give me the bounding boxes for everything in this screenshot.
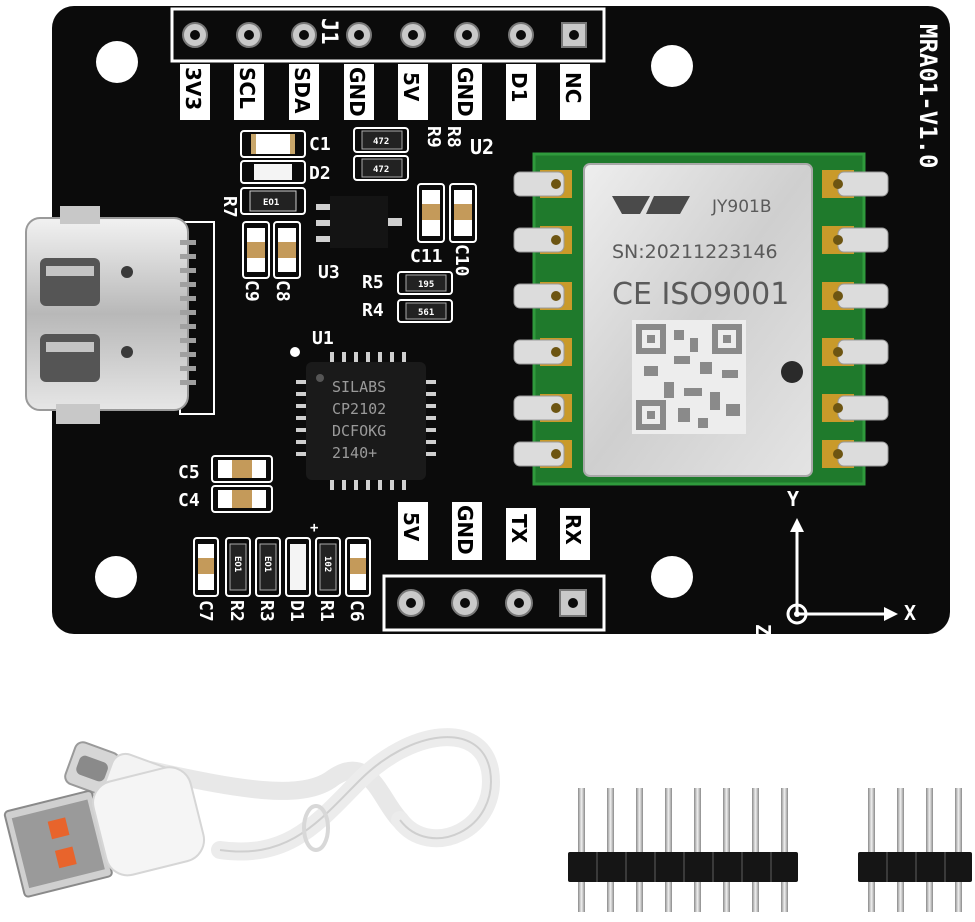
cable-tie xyxy=(302,804,330,852)
mounting-hole xyxy=(95,556,137,598)
qr-code xyxy=(632,320,746,434)
mounting-hole xyxy=(96,41,138,83)
ref-r1: R1 xyxy=(316,600,337,622)
passives-c4-c5: C5 C4 xyxy=(178,455,273,513)
header-j1: J1 3V3 SCL SDA GND 5V GND D1 NC xyxy=(170,7,606,120)
j1-pin-label-5: 5V xyxy=(399,72,423,102)
board-name: MRA01-V1.0 xyxy=(914,24,942,169)
uart-pin-label-1: 5V xyxy=(399,512,423,542)
uart-pin-label-2: GND xyxy=(453,505,477,555)
ref-c4: C4 xyxy=(178,490,200,511)
ref-d1: D1 xyxy=(286,600,307,622)
ref-r2: R2 xyxy=(226,600,247,622)
j1-pin-label-1: 3V3 xyxy=(181,67,205,110)
ref-r8: R8 xyxy=(443,126,464,148)
ref-r7: R7 xyxy=(219,196,240,218)
j1-pin-label-3: SDA xyxy=(290,67,314,114)
axis-label-z: Z xyxy=(751,624,775,636)
usb-a-plug xyxy=(3,766,206,898)
ref-c5: C5 xyxy=(178,462,200,483)
ref-d2: D2 xyxy=(309,163,331,184)
pin-header-4 xyxy=(858,788,972,912)
marking-d2: EO1 xyxy=(263,198,279,208)
j1-pin-label-2: SCL xyxy=(235,67,259,109)
ref-r4: R4 xyxy=(362,300,384,321)
marking-r2: EO1 xyxy=(232,556,242,572)
chip-u1: U1 SILABS CP2102 DCFOKG 2140+ xyxy=(290,328,436,490)
ref-c8: C8 xyxy=(272,280,293,302)
passives-top-left: C1 D2 EO1 R7 C9 C8 xyxy=(219,130,331,302)
uart-pin-label-3: TX xyxy=(507,514,531,544)
axis-label-y: Y xyxy=(787,487,799,511)
module-cert: CE ISO9001 xyxy=(612,277,789,312)
header-uart: 5V GND TX RX xyxy=(382,502,606,632)
ref-c10: C10 xyxy=(451,244,472,277)
ref-u3: U3 xyxy=(318,262,340,283)
uart-pin-label-4: RX xyxy=(561,514,585,545)
ref-u2: U2 xyxy=(470,135,494,159)
marking-r9: 472 xyxy=(373,137,389,147)
u1-line-4: 2140+ xyxy=(332,444,377,462)
marking-r1: 102 xyxy=(322,556,332,572)
u1-line-2: CP2102 xyxy=(332,400,386,418)
marking-r5: 195 xyxy=(418,280,434,290)
axis-indicator: Y X Z xyxy=(751,487,916,636)
axis-label-x: X xyxy=(904,601,916,625)
passives-top-middle: 472 472 R9 R8 U2 U3 C11 C10 195 561 R5 R… xyxy=(316,126,494,323)
module-serial: SN:20211223146 xyxy=(612,241,778,263)
usb-cable xyxy=(3,728,500,898)
j1-pin-label-8: NC xyxy=(561,72,585,103)
mounting-hole xyxy=(651,556,693,598)
marking-r8: 472 xyxy=(373,165,389,175)
marking-r4: 561 xyxy=(418,308,434,318)
brand-logo xyxy=(612,196,650,214)
mounting-hole xyxy=(651,45,693,87)
marking-r3: EO1 xyxy=(262,556,272,572)
pin-header-8 xyxy=(568,788,798,912)
polarity-mark: + xyxy=(310,520,318,536)
jy901b-module: JY901B SN:20211223146 CE ISO9001 xyxy=(513,152,889,486)
ref-r3: R3 xyxy=(256,600,277,622)
ref-c11: C11 xyxy=(410,246,443,267)
passives-bottom-row: EO1 EO1 + 102 C7 R2 R3 D1 R1 C6 xyxy=(193,520,371,622)
j1-pin-label-6: GND xyxy=(453,67,477,117)
ref-c6: C6 xyxy=(346,600,367,622)
ref-c9: C9 xyxy=(241,280,262,302)
ref-c7: C7 xyxy=(195,600,216,622)
j1-pin-label-4: GND xyxy=(345,67,369,117)
module-pads xyxy=(513,170,889,468)
ref-u1: U1 xyxy=(312,328,334,349)
u1-line-3: DCFOKG xyxy=(332,422,386,440)
u1-line-1: SILABS xyxy=(332,378,386,396)
module-brand: JY901B xyxy=(711,197,772,217)
ref-r5: R5 xyxy=(362,272,384,293)
ref-r9: R9 xyxy=(423,126,444,148)
ref-c1: C1 xyxy=(309,134,331,155)
ref-j1: J1 xyxy=(316,18,341,45)
usb-c-connector xyxy=(25,206,215,424)
j1-pin-label-7: D1 xyxy=(507,72,531,103)
